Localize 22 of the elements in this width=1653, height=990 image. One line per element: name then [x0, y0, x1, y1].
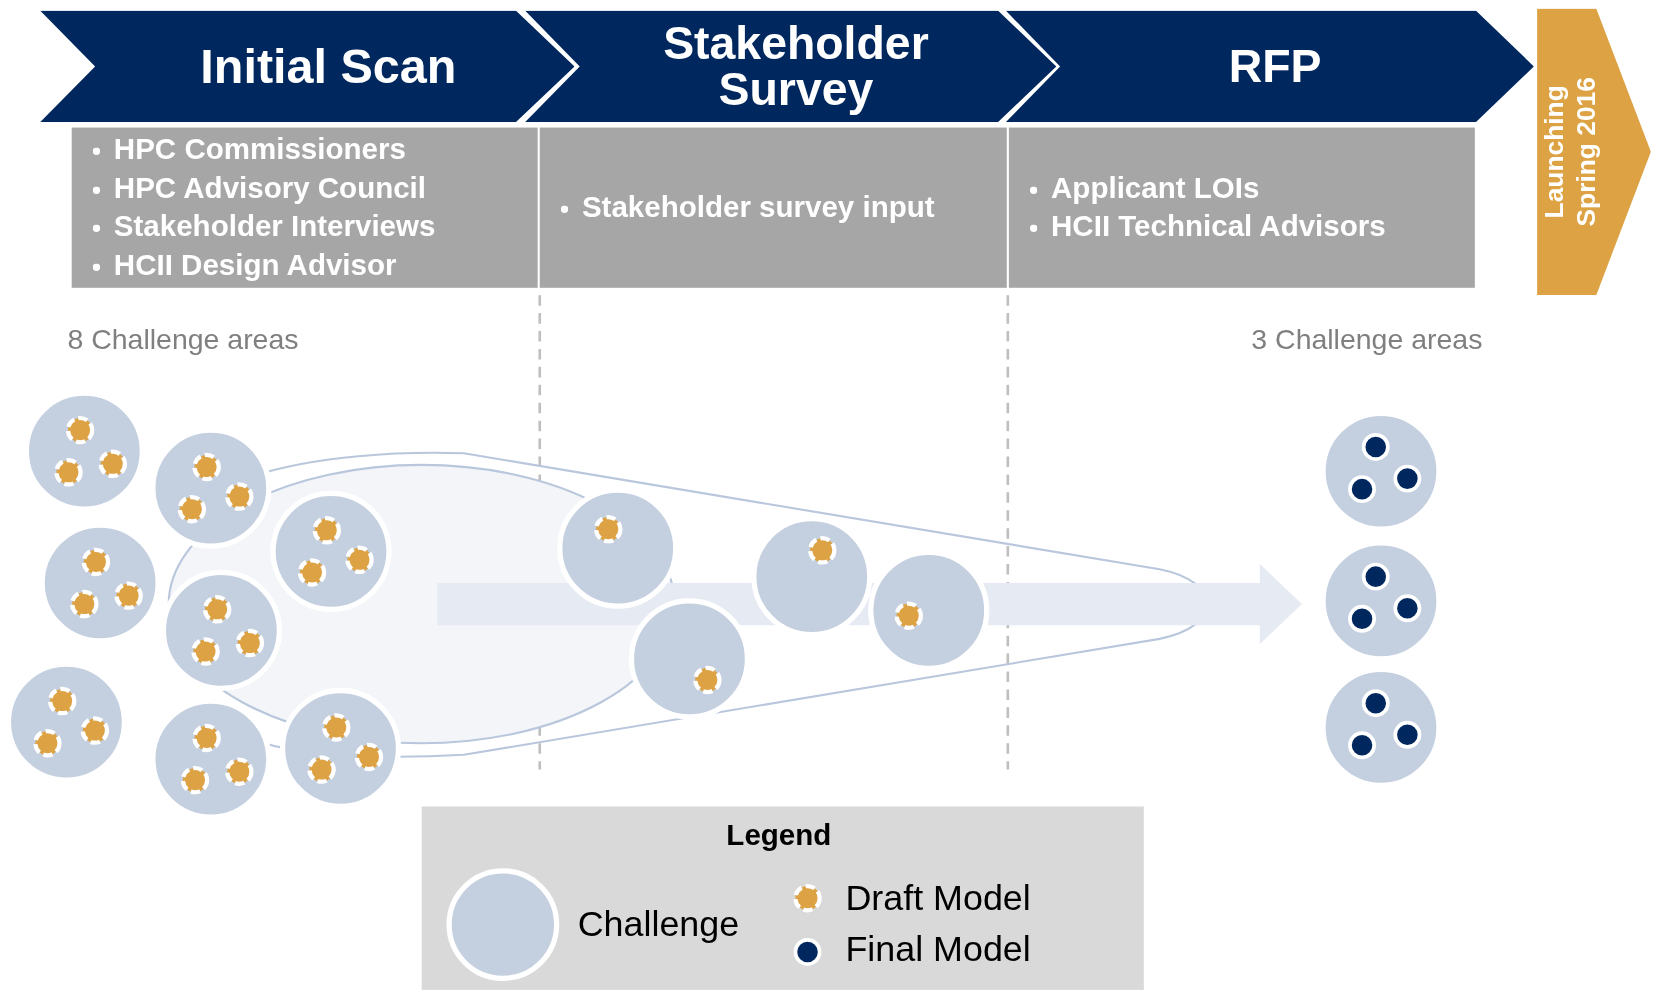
list-item: Stakeholder Interviews	[113, 209, 436, 243]
list-item: HPC Advisory Council	[113, 171, 427, 204]
stage-title: Stakeholder Survey	[662, 20, 930, 113]
legend-title: Legend	[726, 819, 832, 853]
info-panel	[1008, 127, 1475, 288]
milestone-label: Launching Spring 2016	[1538, 76, 1602, 229]
list-item: HPC Commissioners	[113, 132, 406, 166]
info-panel	[539, 127, 1007, 288]
stage-title: Initial Scan	[199, 42, 458, 91]
legend-label: Challenge	[577, 903, 740, 945]
stage-title: RFP	[1227, 43, 1323, 90]
list-item: Applicant LOIs	[1051, 171, 1260, 204]
legend-label: Draft Model	[845, 877, 1031, 919]
legend-label: Final Model	[845, 928, 1031, 970]
info-panel	[71, 127, 538, 288]
caption-text: 3 Challenge areas	[1251, 323, 1483, 357]
list-item: HCII Design Advisor	[113, 248, 397, 281]
list-item: Stakeholder survey input	[581, 190, 935, 224]
chevron-banner	[1005, 10, 1534, 123]
list-item: HCII Technical Advisors	[1051, 209, 1386, 243]
chevron-banner	[1537, 8, 1651, 296]
caption-text: 8 Challenge areas	[67, 323, 299, 357]
